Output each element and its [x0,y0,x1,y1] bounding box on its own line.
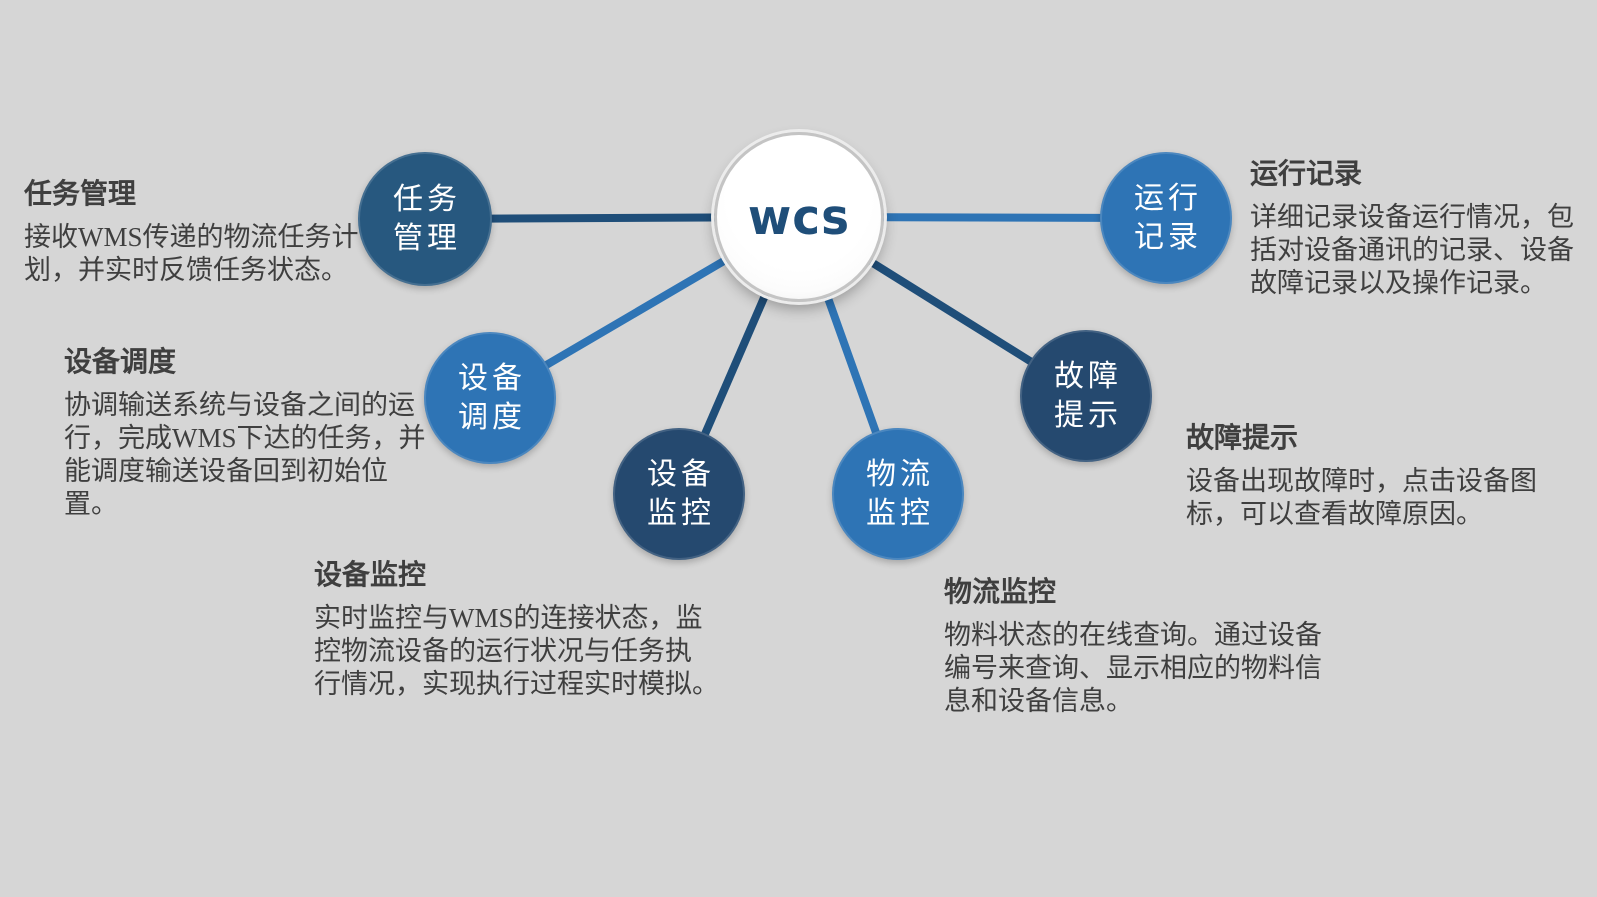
center-hub: WCS [714,132,884,302]
description-line: 详细记录设备运行情况，包 [1250,202,1574,232]
node-equipment-monitoring-label-line2: 监控 [647,497,715,530]
description-line: 息和设备信息。 [944,686,1133,716]
node-fault-alert: 故障 提示 [1020,330,1152,462]
node-equipment-scheduling-label-line1: 设备 [458,362,526,395]
description-line: 实时监控与WMS的连接状态，监 [314,603,703,633]
description-line: 能调度输送设备回到初始位 [64,456,388,486]
description-equipment-monitoring-title: 设备监控 [314,560,427,591]
description-line: 接收WMS传递的物流任务计 [24,222,359,252]
description-fault-alert: 故障提示 设备出现故障时，点击设备图 标，可以查看故障原因。 [1186,416,1576,531]
description-line: 控物流设备的运行状况与任务执 [314,636,692,666]
node-task-management-label-line2: 管理 [393,222,461,255]
description-line: 设备出现故障时，点击设备图 [1186,466,1537,496]
description-operation-log: 运行记录 详细记录设备运行情况，包 括对设备通讯的记录、设备 故障记录以及操作记… [1250,152,1590,300]
node-operation-log: 运行 记录 [1100,152,1232,284]
node-equipment-scheduling: 设备 调度 [424,332,556,464]
node-logistics-monitoring-label-line2: 监控 [866,497,934,530]
node-equipment-scheduling-label-line2: 调度 [458,401,526,434]
description-line: 标，可以查看故障原因。 [1186,499,1483,529]
description-line: 划，并实时反馈任务状态。 [24,255,348,285]
description-equipment-scheduling: 设备调度 协调输送系统与设备之间的运 行，完成WMS下达的任务，并 能调度输送设… [64,340,434,521]
description-task-management-title: 任务管理 [24,179,137,210]
description-line: 编号来查询、显示相应的物料信 [944,653,1322,683]
node-task-management: 任务 管理 [358,152,492,286]
description-line: 置。 [64,489,118,519]
description-equipment-monitoring: 设备监控 实时监控与WMS的连接状态，监 控物流设备的运行状况与任务执 行情况，… [314,553,724,701]
description-line: 括对设备通讯的记录、设备 [1250,235,1574,265]
description-line: 物料状态的在线查询。通过设备 [944,620,1322,650]
description-line: 协调输送系统与设备之间的运 [64,390,415,420]
node-logistics-monitoring-label-line1: 物流 [866,458,934,491]
node-fault-alert-label-line2: 提示 [1054,399,1122,432]
description-logistics-monitoring-title: 物流监控 [944,577,1057,608]
description-equipment-scheduling-title: 设备调度 [64,347,177,378]
description-line: 行，完成WMS下达的任务，并 [64,423,426,453]
node-fault-alert-label-line1: 故障 [1054,360,1122,393]
description-logistics-monitoring: 物流监控 物料状态的在线查询。通过设备 编号来查询、显示相应的物料信 息和设备信… [944,570,1344,718]
description-task-management: 任务管理 接收WMS传递的物流任务计 划，并实时反馈任务状态。 [24,172,414,287]
description-line: 行情况，实现执行过程实时模拟。 [314,669,719,699]
description-operation-log-title: 运行记录 [1250,159,1363,190]
node-task-management-label-line1: 任务 [393,183,461,216]
center-hub-label: WCS [747,188,851,246]
description-line: 故障记录以及操作记录。 [1250,268,1547,298]
node-operation-log-label-line1: 运行 [1134,182,1202,215]
node-equipment-monitoring-label-line1: 设备 [647,458,715,491]
node-operation-log-label-line2: 记录 [1134,221,1202,254]
node-logistics-monitoring: 物流 监控 [832,428,964,560]
node-equipment-monitoring: 设备 监控 [613,428,745,560]
description-fault-alert-title: 故障提示 [1186,423,1299,454]
